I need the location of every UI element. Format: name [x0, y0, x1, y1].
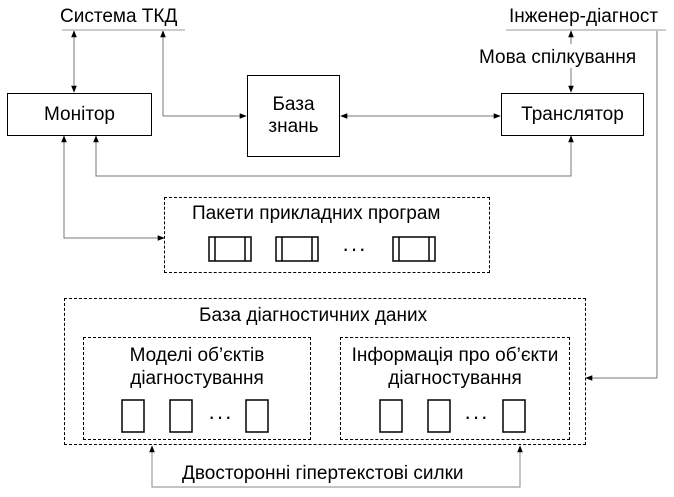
program-icon-1	[208, 236, 252, 262]
model-record-icon-1	[121, 399, 145, 433]
info-record-icon-1	[379, 399, 403, 433]
monitor-label: Монітор	[44, 103, 115, 125]
application-packages-title: Пакети прикладних програм	[192, 203, 441, 224]
model-record-icon-3	[245, 399, 269, 433]
language-label: Мова спілкування	[479, 47, 637, 68]
object-info-group	[340, 337, 570, 440]
monitor-to-packages-arrow	[61, 135, 165, 241]
model-record-icon-2	[169, 399, 193, 433]
program-icon-3	[392, 236, 436, 262]
engineer-label: Інженер-діагност	[509, 6, 659, 27]
object-info-title-line2: діагностування	[388, 368, 522, 389]
application-packages-group	[164, 197, 490, 273]
translator-label: Транслятор	[521, 103, 624, 125]
object-models-title-line2: діагностування	[130, 368, 264, 389]
program-icon-2	[275, 236, 319, 262]
knowledge-base-box: База знань	[247, 75, 340, 157]
packages-ellipsis: ···	[342, 236, 367, 261]
translator-box: Транслятор	[501, 93, 644, 136]
info-record-icon-3	[502, 399, 526, 433]
hyperlinks-bracket	[149, 445, 523, 488]
system-label: Система ТКД	[60, 6, 178, 27]
info-ellipsis: ···	[464, 404, 489, 429]
models-ellipsis: ···	[208, 404, 233, 429]
object-info-title-line1: Інформація про об’єкти	[351, 345, 559, 366]
monitor-box: Монітор	[7, 93, 152, 136]
hyperlinks-label: Двосторонні гіпертекстові силки	[180, 463, 466, 484]
diagnostic-database-group	[64, 298, 586, 445]
object-models-group	[83, 337, 311, 440]
object-models-title-line1: Моделі об’єктів	[129, 345, 265, 366]
knowledge-base-label-line1: База	[272, 94, 315, 115]
info-record-icon-2	[427, 399, 451, 433]
knowledge-base-label-line2: знань	[268, 116, 319, 137]
diagnostic-database-title: База діагностичних даних	[199, 305, 428, 326]
